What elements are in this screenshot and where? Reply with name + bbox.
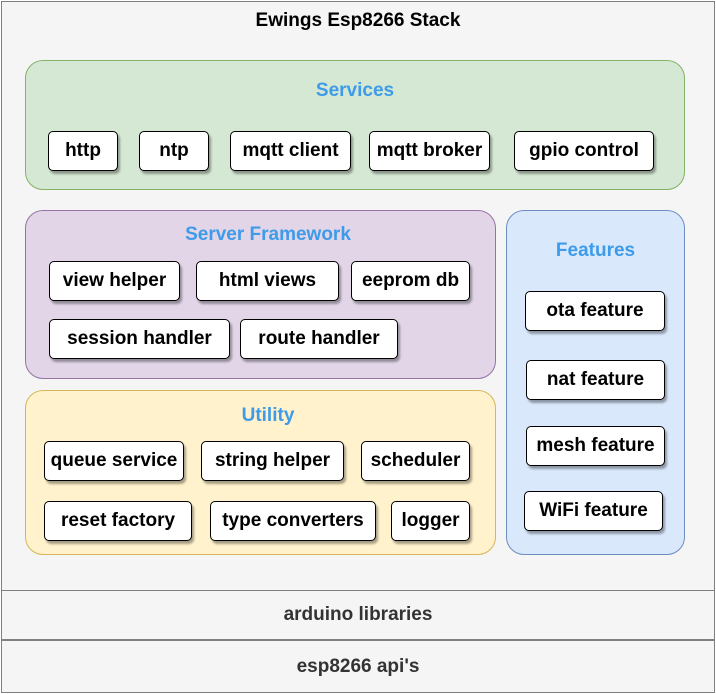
server-framework-title: Server Framework — [185, 224, 351, 245]
arduino-libraries-layer: arduino libraries — [1, 590, 715, 640]
features-title: Features — [555, 240, 636, 261]
mesh-feature-box: mesh feature — [526, 426, 665, 466]
utility-title: Utility — [241, 405, 295, 426]
service-mqtt-broker: mqtt broker — [369, 131, 490, 171]
scheduler-box: scheduler — [361, 441, 470, 481]
queue-service-box: queue service — [44, 441, 184, 481]
route-handler-box: route handler — [240, 319, 398, 359]
eeprom-db-box: eeprom db — [351, 261, 470, 301]
session-handler-box: session handler — [49, 319, 230, 359]
service-http: http — [48, 131, 118, 171]
reset-factory-box: reset factory — [44, 501, 192, 541]
wifi-feature-box: WiFi feature — [524, 491, 663, 531]
type-converters-box: type converters — [210, 501, 376, 541]
view-helper-box: view helper — [49, 261, 180, 301]
nat-feature-box: nat feature — [526, 360, 665, 400]
diagram-title: Ewings Esp8266 Stack — [255, 10, 461, 31]
esp8266-api-layer: esp8266 api's — [1, 640, 715, 693]
ota-feature-box: ota feature — [525, 291, 665, 331]
logger-box: logger — [391, 501, 470, 541]
service-ntp: ntp — [139, 131, 209, 171]
service-gpio-control: gpio control — [514, 131, 654, 171]
string-helper-box: string helper — [201, 441, 344, 481]
service-mqtt-client: mqtt client — [230, 131, 351, 171]
services-title: Services — [315, 80, 395, 101]
html-views-box: html views — [196, 261, 339, 301]
